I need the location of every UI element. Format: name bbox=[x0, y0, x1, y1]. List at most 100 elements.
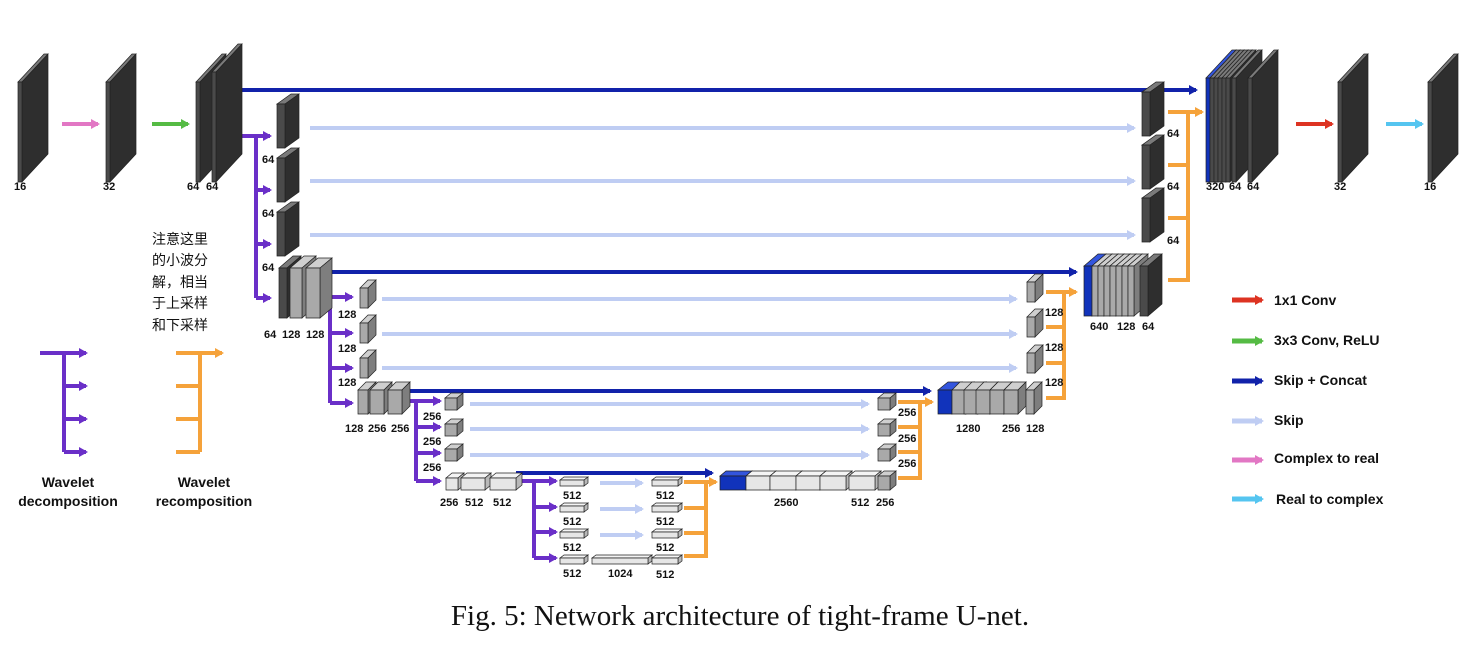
channel-label: 128 bbox=[306, 329, 324, 341]
channel-label: 512 bbox=[563, 490, 581, 502]
feature-map-block bbox=[558, 528, 590, 539]
channel-label: 256 bbox=[898, 433, 916, 445]
feature-map-block bbox=[211, 43, 243, 183]
channel-label: 512 bbox=[563, 516, 581, 528]
feature-map-block bbox=[558, 502, 590, 513]
channel-label: 64 bbox=[1167, 181, 1180, 193]
channel-label: 128 bbox=[338, 377, 356, 389]
channel-label: 256 bbox=[898, 407, 916, 419]
channel-label: 128 bbox=[338, 343, 356, 355]
note-line: 注意这里 bbox=[152, 231, 208, 248]
channel-label: 2560 bbox=[774, 497, 798, 509]
channel-label: 64 bbox=[264, 329, 277, 341]
feature-map-block bbox=[1337, 53, 1369, 183]
figure-caption: Fig. 5: Network architecture of tight-fr… bbox=[450, 600, 1030, 632]
legend: 1x1 Conv 3x3 Conv, ReLU Skip + Concat Sk… bbox=[1232, 292, 1384, 507]
feature-map-block bbox=[1025, 381, 1043, 415]
feature-map-block bbox=[848, 470, 882, 491]
legend-item-conv3x3: 3x3 Conv, ReLU bbox=[1232, 332, 1380, 348]
note-line: 于上采样 bbox=[152, 296, 208, 312]
channel-label: 16 bbox=[14, 181, 26, 193]
feature-map-block bbox=[305, 257, 333, 319]
legend-item-real-to-complex: Real to complex bbox=[1232, 491, 1384, 507]
feature-map-block bbox=[1026, 308, 1044, 338]
channel-label: 512 bbox=[465, 497, 483, 509]
feature-map-block bbox=[17, 53, 49, 183]
feature-map-block bbox=[359, 349, 377, 379]
channel-label: 512 bbox=[493, 497, 511, 509]
feature-map-block bbox=[1026, 273, 1044, 303]
feature-map-block bbox=[877, 418, 897, 437]
skip-connections bbox=[310, 123, 1136, 540]
feature-map-block bbox=[444, 392, 464, 411]
channel-label: 512 bbox=[656, 569, 674, 581]
channel-label: 1280 bbox=[956, 423, 980, 435]
wavelet-decomposition-label: Wavelet bbox=[42, 474, 95, 490]
feature-map-block bbox=[877, 443, 897, 462]
channel-label: 256 bbox=[368, 423, 386, 435]
wavelet-recomposition-label: recomposition bbox=[156, 493, 252, 509]
legend-label: Complex to real bbox=[1274, 450, 1379, 466]
channel-label: 1024 bbox=[608, 568, 633, 580]
feature-map-block bbox=[359, 314, 377, 344]
channel-label: 64 bbox=[187, 181, 200, 193]
channel-label: 512 bbox=[656, 542, 674, 554]
wavelet-recomposition-label: Wavelet bbox=[178, 474, 231, 490]
legend-label: Skip + Concat bbox=[1274, 372, 1367, 388]
feature-map-block bbox=[1139, 253, 1163, 317]
note-line: 解，相当 bbox=[152, 275, 208, 291]
wavelet-decomposition-label: decomposition bbox=[18, 493, 118, 509]
channel-label: 64 bbox=[1167, 128, 1180, 140]
channel-label: 64 bbox=[262, 154, 275, 166]
channel-label: 32 bbox=[103, 181, 115, 193]
channel-label: 512 bbox=[656, 516, 674, 528]
feature-map-block bbox=[1140, 81, 1166, 137]
feature-map-block bbox=[275, 147, 301, 203]
legend-label: 1x1 Conv bbox=[1274, 292, 1336, 308]
channel-label: 320 bbox=[1206, 181, 1224, 193]
channel-label: 256 bbox=[440, 497, 458, 509]
legend-label: Skip bbox=[1274, 412, 1304, 428]
feature-map-block bbox=[650, 476, 684, 487]
feature-map-block bbox=[877, 392, 897, 411]
feature-map-block bbox=[275, 201, 301, 257]
channel-label: 64 bbox=[262, 208, 275, 220]
note-line: 的小波分 bbox=[152, 253, 208, 269]
channel-label: 128 bbox=[1045, 342, 1063, 354]
channel-label: 128 bbox=[1117, 321, 1135, 333]
channel-label: 64 bbox=[1167, 235, 1180, 247]
legend-label: Real to complex bbox=[1276, 491, 1384, 507]
feature-map-block bbox=[1003, 381, 1027, 415]
channel-label: 64 bbox=[206, 181, 219, 193]
channel-label: 512 bbox=[563, 568, 581, 580]
channel-label: 16 bbox=[1424, 181, 1436, 193]
channel-label: 256 bbox=[423, 411, 441, 423]
feature-map-block bbox=[1140, 134, 1166, 190]
channel-label: 512 bbox=[656, 490, 674, 502]
feature-map-block bbox=[650, 528, 684, 539]
channel-label: 64 bbox=[1229, 181, 1242, 193]
channel-label: 256 bbox=[391, 423, 409, 435]
channel-label: 128 bbox=[1045, 377, 1063, 389]
channel-label: 256 bbox=[1002, 423, 1020, 435]
channel-label: 512 bbox=[851, 497, 869, 509]
feature-map-block bbox=[460, 472, 492, 491]
channel-label: 128 bbox=[1045, 307, 1063, 319]
channel-label: 128 bbox=[1026, 423, 1044, 435]
annotation-note: 注意这里 的小波分 解，相当 于上采样 和下采样 bbox=[152, 231, 208, 334]
feature-map-block bbox=[444, 443, 464, 462]
channel-label: 256 bbox=[423, 462, 441, 474]
channel-label: 64 bbox=[262, 262, 275, 274]
feature-map-block bbox=[558, 476, 590, 487]
channel-label: 256 bbox=[876, 497, 894, 509]
wavelet-recomposition-trees bbox=[176, 107, 1204, 558]
channel-label: 128 bbox=[282, 329, 300, 341]
channel-label: 64 bbox=[1247, 181, 1260, 193]
channel-label: 256 bbox=[898, 458, 916, 470]
note-line: 和下采样 bbox=[152, 318, 208, 334]
channel-label: 640 bbox=[1090, 321, 1108, 333]
legend-item-skip-concat: Skip + Concat bbox=[1232, 372, 1367, 388]
feature-map-block bbox=[650, 554, 684, 565]
feature-map-block bbox=[275, 93, 301, 149]
